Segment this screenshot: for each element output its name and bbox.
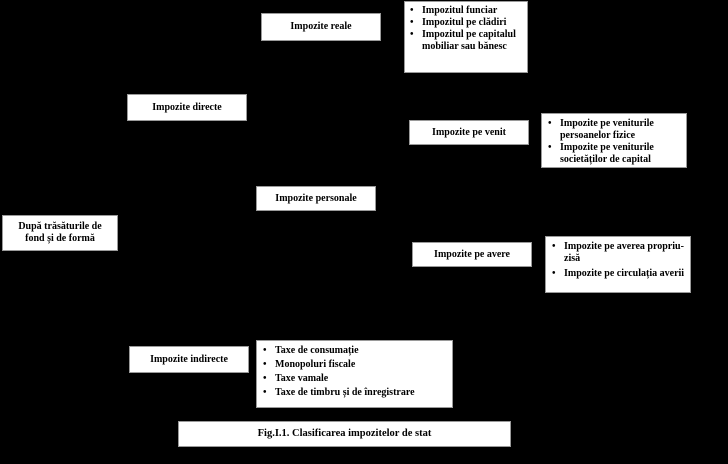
real-taxes-list: Impozitul funciar Impozitul pe clădiri I… (408, 5, 524, 53)
list-item: Impozite pe veniturile societăților de c… (546, 142, 682, 166)
indirect-taxes-box: Impozite indirecte (129, 346, 249, 373)
real-taxes-box: Impozite reale (261, 13, 381, 41)
wealth-taxes-list-box: Impozite pe averea propriu-zisă Impozite… (545, 236, 691, 293)
real-taxes-label: Impozite reale (290, 21, 352, 32)
list-item: Impozitul pe capitalul mobiliar sau băne… (408, 29, 524, 53)
income-taxes-list-box: Impozite pe veniturile persoanelor fizic… (541, 113, 687, 168)
root-node-label: După trăsăturile de fond și de formă (18, 221, 102, 244)
wealth-taxes-list: Impozite pe averea propriu-zisă Impozite… (550, 241, 686, 280)
list-item: Impozitul funciar (408, 5, 524, 17)
personal-taxes-label: Impozite personale (275, 192, 357, 204)
root-node-box: După trăsăturile de fond și de formă (2, 215, 118, 251)
list-item: Impozite pe averea propriu-zisă (550, 241, 686, 265)
wealth-taxes-box: Impozite pe avere (412, 242, 532, 267)
income-taxes-list: Impozite pe veniturile persoanelor fizic… (546, 118, 682, 166)
list-item: Impozite pe veniturile persoanelor fizic… (546, 118, 682, 142)
income-taxes-label: Impozite pe venit (432, 126, 506, 138)
list-item: Monopoluri fiscale (261, 359, 448, 371)
wealth-taxes-label: Impozite pe avere (434, 248, 510, 260)
list-item: Taxe vamale (261, 373, 448, 385)
figure-caption: Fig.I.1. Clasificarea impozitelor de sta… (257, 428, 432, 439)
list-item: Taxe de timbru și de înregistrare (261, 387, 448, 399)
list-item: Impozitul pe clădiri (408, 17, 524, 29)
figure-caption-box: Fig.I.1. Clasificarea impozitelor de sta… (178, 421, 511, 447)
direct-taxes-label: Impozite directe (152, 101, 222, 113)
real-taxes-list-box: Impozitul funciar Impozitul pe clădiri I… (404, 1, 528, 73)
indirect-taxes-list: Taxe de consumație Monopoluri fiscale Ta… (261, 345, 448, 399)
personal-taxes-box: Impozite personale (256, 186, 376, 211)
indirect-taxes-label: Impozite indirecte (150, 353, 228, 365)
income-taxes-box: Impozite pe venit (409, 120, 529, 145)
indirect-taxes-list-box: Taxe de consumație Monopoluri fiscale Ta… (256, 340, 453, 408)
direct-taxes-box: Impozite directe (127, 94, 247, 121)
list-item: Impozite pe circulația averii (550, 268, 686, 280)
list-item: Taxe de consumație (261, 345, 448, 357)
